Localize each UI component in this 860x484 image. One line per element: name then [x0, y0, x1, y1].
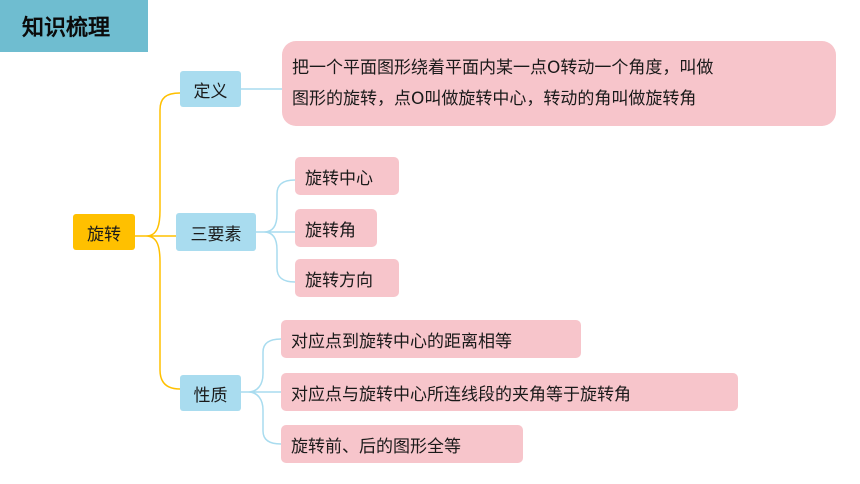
- definition-line-2: 图形的旋转，点O叫做旋转中心，转动的角叫做旋转角: [292, 89, 697, 109]
- element-item-center: 旋转中心: [295, 157, 399, 195]
- root-node: 旋转: [73, 214, 135, 250]
- property-item-congruent: 旋转前、后的图形全等: [281, 425, 523, 463]
- definition-node: 定义: [180, 71, 241, 107]
- elements-node: 三要素: [176, 213, 256, 251]
- root-bracket: [135, 92, 181, 390]
- property-item-angle: 对应点与旋转中心所连线段的夹角等于旋转角: [281, 373, 738, 411]
- element-item-angle: 旋转角: [295, 209, 377, 247]
- definition-text: 把一个平面图形绕着平面内某一点O转动一个角度，叫做 图形的旋转，点O叫做旋转中心…: [282, 41, 836, 126]
- property-item-distance: 对应点到旋转中心的距离相等: [281, 320, 581, 358]
- element-item-direction: 旋转方向: [295, 259, 399, 297]
- properties-node: 性质: [180, 375, 241, 411]
- page-title: 知识梳理: [0, 0, 148, 52]
- properties-bracket: [241, 338, 282, 445]
- definition-line-1: 把一个平面图形绕着平面内某一点O转动一个角度，叫做: [292, 58, 714, 78]
- elements-bracket: [256, 179, 296, 283]
